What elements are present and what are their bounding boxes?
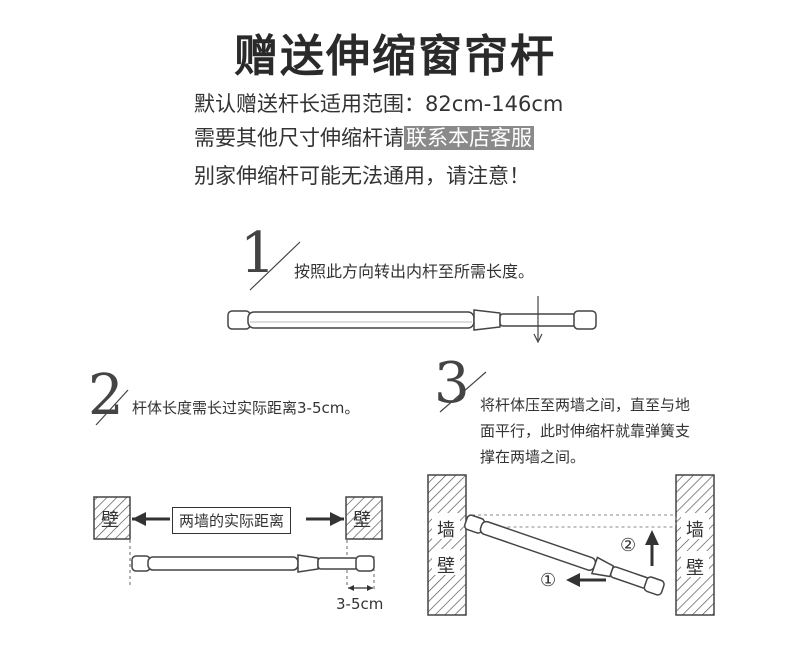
wall-label-right-top: 墙 — [686, 520, 704, 541]
wall-left-step2 — [93, 496, 131, 540]
wall-label-left-bottom: 壁 — [437, 556, 455, 577]
range-note: 默认赠送杆长适用范围：82cm-146cm — [194, 92, 564, 116]
distance-label: 两墙的实际距离 — [172, 507, 292, 534]
compatibility-warning: 别家伸缩杆可能无法通用，请注意！ — [194, 164, 530, 188]
step3-line3: 撑在两墙之间。 — [480, 448, 586, 466]
wall-label-left-top: 墙 — [437, 520, 455, 541]
wall-right-step2 — [345, 496, 383, 540]
step3-line2: 面平行，此时伸缩杆就靠弹簧支 — [480, 422, 691, 440]
wall-label-right-bottom: 壁 — [686, 558, 704, 579]
wall-right-step3 — [675, 474, 715, 616]
wall-label-left-step2: 壁 — [101, 510, 119, 531]
step2-slash — [95, 389, 129, 426]
step3-number: 3 — [434, 351, 470, 416]
gap-label: 3-5cm — [336, 595, 384, 613]
wall-label-right-step2: 壁 — [353, 510, 371, 531]
step1-slash — [249, 241, 301, 291]
rod-step1 — [227, 296, 597, 344]
contact-note: 需要其他尺寸伸缩杆请联系本店客服 — [194, 122, 534, 152]
page-title: 赠送伸缩窗帘杆 — [234, 31, 556, 82]
step1-text: 按照此方向转出内杆至所需长度。 — [294, 262, 535, 281]
wall-left-step3 — [427, 474, 467, 616]
marker-2: ② — [620, 535, 637, 556]
contact-service-link[interactable]: 联系本店客服 — [404, 126, 534, 150]
step3-line1: 将杆体压至两墙之间，直至与地 — [480, 396, 691, 414]
step3-slash — [439, 371, 487, 413]
contact-note-prefix: 需要其他尺寸伸缩杆请 — [194, 126, 404, 150]
step2-text: 杆体长度需长过实际距离3-5cm。 — [132, 399, 360, 417]
step1-number: 1 — [240, 221, 276, 286]
rod-step2 — [131, 554, 375, 573]
marker-1: ① — [540, 570, 557, 591]
step2-number: 2 — [88, 363, 124, 428]
rod-step3 — [463, 514, 665, 596]
